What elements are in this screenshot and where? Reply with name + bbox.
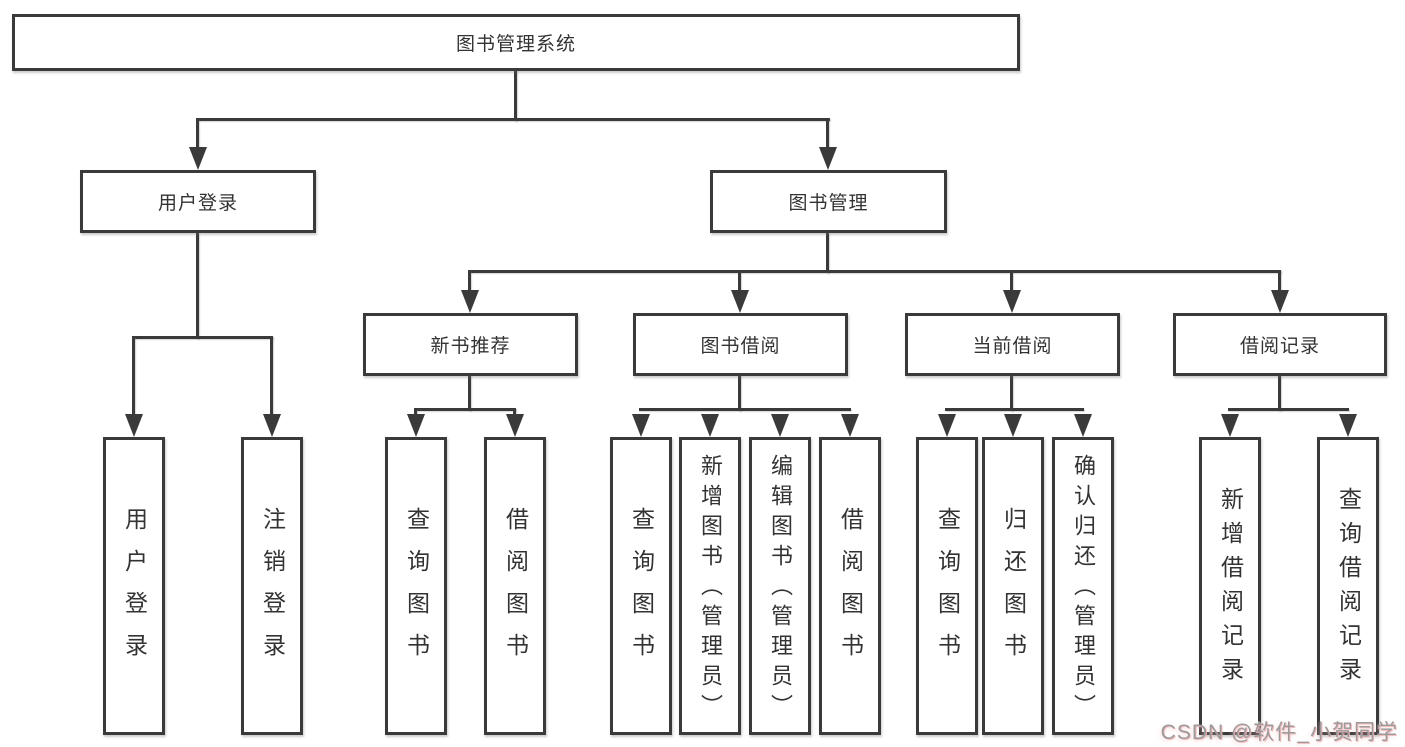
node-current-borrow: 当前借阅 <box>905 313 1120 376</box>
arrowhead-down-icon <box>125 414 143 437</box>
connector-recommend-rail <box>415 408 516 411</box>
arrowhead-down-icon <box>771 414 789 437</box>
node-leaf-query-books: 查询图书 <box>610 437 672 735</box>
node-user-login-branch: 用户登录 <box>80 170 316 233</box>
node-leaf-add-books-admin: 新增图书（管理员） <box>679 437 741 735</box>
arrowhead-down-icon <box>407 414 425 437</box>
connector-drop <box>738 270 741 295</box>
connector-recommend-stem <box>468 375 471 411</box>
node-leaf-query-books: 查询图书 <box>916 437 978 735</box>
node-leaf-borrow-books: 借阅图书 <box>819 437 881 735</box>
node-label: 用户登录 <box>157 193 238 214</box>
node-leaf-borrow-books: 借阅图书 <box>484 437 546 735</box>
node-leaf-return-books: 归还图书 <box>982 437 1044 735</box>
connector-root-stem <box>514 70 517 121</box>
arrowhead-down-icon <box>1003 290 1021 313</box>
connector-records-rail <box>1228 408 1349 411</box>
connector-drop <box>1278 270 1281 295</box>
connector-login-rail <box>132 336 273 339</box>
node-new-book-recommend: 新书推荐 <box>363 313 578 376</box>
node-label: 用户登录 <box>121 507 148 675</box>
node-label: 新增图书（管理员） <box>698 453 723 724</box>
arrowhead-down-icon <box>1271 290 1289 313</box>
node-leaf-query-books: 查询图书 <box>385 437 447 735</box>
connector-records-stem <box>1278 375 1281 411</box>
node-leaf-edit-books-admin: 编辑图书（管理员） <box>749 437 811 735</box>
node-label: 查询图书 <box>403 507 430 675</box>
node-label: 归还图书 <box>1000 507 1027 675</box>
arrowhead-down-icon <box>632 414 650 437</box>
node-label: 查询图书 <box>628 507 655 675</box>
node-book-management: 图书管理 <box>710 170 947 233</box>
arrowhead-down-icon <box>189 147 207 170</box>
node-label: 图书管理 <box>788 193 869 214</box>
csdn-watermark: CSDN @软件_小贺同学 <box>1160 721 1398 744</box>
node-label: 编辑图书（管理员） <box>768 453 793 724</box>
arrowhead-down-icon <box>1004 414 1022 437</box>
node-label: 借阅记录 <box>1239 336 1320 357</box>
node-label: 新书推荐 <box>430 336 511 357</box>
connector-current-stem <box>1010 375 1013 411</box>
arrowhead-down-icon <box>263 414 281 437</box>
connector-borrow-stem <box>738 375 741 411</box>
connector-drop <box>1010 270 1013 295</box>
connector-manage-rail <box>468 270 1281 273</box>
node-label: 查询借阅记录 <box>1335 487 1362 691</box>
node-leaf-query-borrow-record: 查询借阅记录 <box>1317 437 1379 735</box>
arrowhead-down-icon <box>731 290 749 313</box>
connector-current-rail <box>945 408 1084 411</box>
arrowhead-down-icon <box>506 414 524 437</box>
node-leaf-logout: 注销登录 <box>241 437 303 735</box>
node-label: 当前借阅 <box>972 336 1053 357</box>
connector-drop <box>468 270 471 295</box>
node-label: 借阅图书 <box>837 507 864 675</box>
connector-root-rail <box>196 118 830 121</box>
arrowhead-down-icon <box>819 147 837 170</box>
node-leaf-confirm-return-admin: 确认归还（管理员） <box>1052 437 1114 735</box>
connector-login-drop <box>196 118 199 158</box>
arrowhead-down-icon <box>701 414 719 437</box>
arrowhead-down-icon <box>1339 414 1357 437</box>
node-label: 注销登录 <box>259 507 286 675</box>
connector-manage-drop <box>826 118 829 158</box>
arrowhead-down-icon <box>938 414 956 437</box>
node-leaf-user-login: 用户登录 <box>103 437 165 735</box>
arrowhead-down-icon <box>1221 414 1239 437</box>
arrowhead-down-icon <box>461 290 479 313</box>
node-label: 图书管理系统 <box>455 34 576 55</box>
node-leaf-add-borrow-record: 新增借阅记录 <box>1199 437 1261 735</box>
node-label: 新增借阅记录 <box>1217 487 1244 691</box>
node-label: 图书借阅 <box>700 336 781 357</box>
node-book-borrow: 图书借阅 <box>633 313 848 376</box>
connector-drop <box>270 336 273 421</box>
arrowhead-down-icon <box>1074 414 1092 437</box>
connector-manage-stem <box>826 233 829 273</box>
connector-borrow-rail <box>639 408 851 411</box>
connector-drop <box>132 336 135 421</box>
connector-login-stem <box>196 233 199 339</box>
node-label: 确认归还（管理员） <box>1071 453 1096 724</box>
node-library-system: 图书管理系统 <box>12 14 1020 71</box>
node-borrow-records: 借阅记录 <box>1173 313 1387 376</box>
arrowhead-down-icon <box>841 414 859 437</box>
node-label: 查询图书 <box>934 507 961 675</box>
node-label: 借阅图书 <box>502 507 529 675</box>
